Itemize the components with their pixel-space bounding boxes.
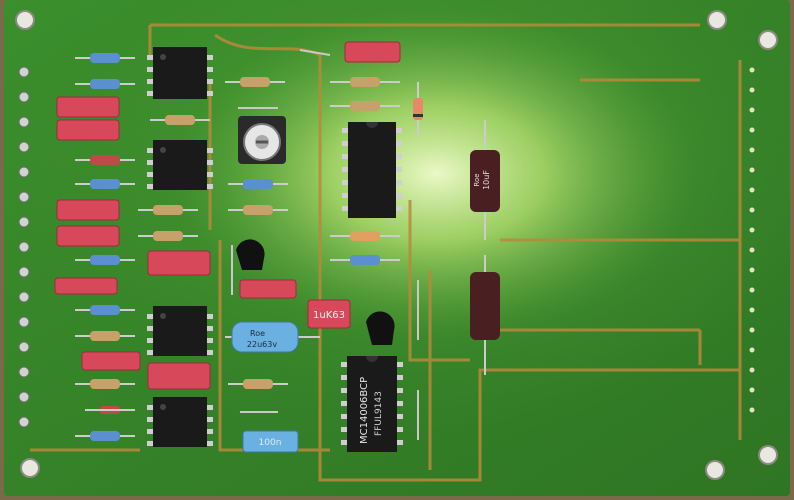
transistors <box>236 239 395 345</box>
copper-traces <box>30 23 742 482</box>
trimmer-potentiometer <box>238 116 286 164</box>
diodes <box>90 82 423 411</box>
ic-8pin-chips <box>147 47 213 447</box>
box-cap-1-label: 1uK63 <box>313 310 345 321</box>
box-cap-2-label: 100n <box>259 438 282 448</box>
elcap-1-brand: Roe <box>473 173 481 186</box>
ic-main-code: FFUL9143 <box>374 391 384 436</box>
wire-jumpers <box>231 49 419 440</box>
ic-14pin-upper <box>342 122 402 218</box>
blue-cap-label: 22u63v <box>247 340 277 349</box>
mounting-holes <box>15 10 778 480</box>
ic-mc14006bcp: MC14006BCP FFUL9143 <box>341 356 403 452</box>
blue-box-capacitor: 100n <box>242 430 299 453</box>
resistors <box>75 53 400 441</box>
box-capacitor-labeled: 1uK63 <box>307 299 351 329</box>
blue-cap-brand: Roe <box>250 329 265 338</box>
vias-right <box>749 67 755 413</box>
blue-electrolytic: Roe 22u63v <box>225 321 320 353</box>
ic-main-label: MC14006BCP <box>359 377 370 444</box>
edge-pins <box>18 66 30 428</box>
box-capacitors <box>54 41 401 390</box>
electrolytic-capacitors: 10uF Roe <box>470 120 500 375</box>
elcap-1-label: 10uF <box>482 170 491 190</box>
